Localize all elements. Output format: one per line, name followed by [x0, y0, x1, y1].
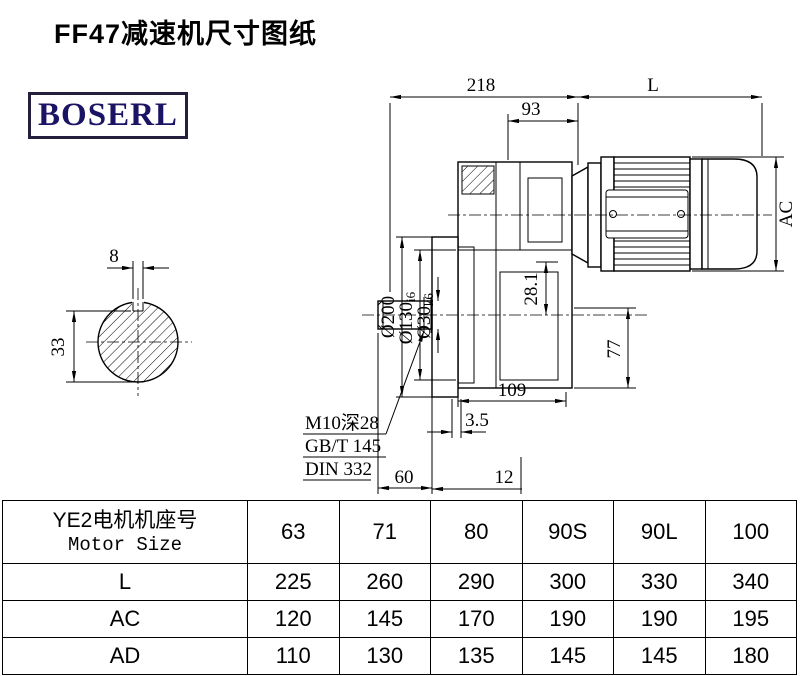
dia-200-label: Ø200: [378, 296, 399, 338]
dimension-drawing: 8 33: [48, 75, 797, 494]
gearbox-outline: [377, 161, 573, 398]
table-cell: 190: [521, 600, 614, 638]
table-row-ad: AD 110 130 135 145 145 180: [2, 637, 797, 675]
col-header-63: 63: [247, 500, 340, 564]
dim-93-label: 93: [522, 99, 541, 120]
note-m10-label: M10深28: [305, 412, 379, 434]
table-cell: 290: [430, 563, 523, 601]
dimension-lines: 218 L 93 AC Ø200 Ø130i6 Ø30k6 28.1 77 10…: [303, 75, 797, 494]
motor-fins: [614, 162, 690, 266]
row-label-ac: AC: [2, 600, 248, 638]
table-cell: 120: [247, 600, 340, 638]
table-cell: 135: [430, 637, 523, 675]
dim-33-label: 33: [48, 338, 69, 357]
motor-outline: [571, 156, 758, 272]
dia-130-label: Ø130i6: [396, 291, 418, 344]
table-cell: 195: [704, 600, 797, 638]
dim-3-5-label: 3.5: [465, 410, 489, 431]
dim-l-label: L: [647, 75, 659, 96]
dim-218-label: 218: [467, 75, 496, 96]
gearbox-housing: [457, 161, 573, 389]
bearing-cap-section: [461, 165, 495, 195]
table-header-row: YE2电机机座号 Motor Size 63 71 80 90S 90L 100: [2, 500, 797, 564]
motor-size-table-wrap: YE2电机机座号 Motor Size 63 71 80 90S 90L 100…: [2, 500, 797, 675]
output-flange: [431, 236, 459, 398]
dia-30-label: Ø30k6: [414, 293, 436, 339]
dim-77-label: 77: [604, 340, 625, 359]
header-en-label: Motor Size: [67, 534, 183, 557]
dim-12-label: 12: [495, 467, 514, 488]
dim-ac-label: AC: [776, 201, 797, 227]
note-din332-label: DIN 332: [305, 459, 372, 480]
table-cell: 145: [521, 637, 614, 675]
table-row-ac: AC 120 145 170 190 190 195: [2, 600, 797, 638]
table-cell: 340: [704, 563, 797, 601]
note-gbt145-label: GB/T 145: [305, 436, 381, 457]
dim-8-label: 8: [109, 246, 119, 267]
table-cell: 110: [247, 637, 340, 675]
dim-109-label: 109: [498, 380, 527, 401]
motor-size-table: YE2电机机座号 Motor Size 63 71 80 90S 90L 100…: [2, 500, 797, 675]
row-label-l: L: [2, 563, 248, 601]
table-cell: 330: [613, 563, 706, 601]
table-cell: 260: [338, 563, 431, 601]
table-cell: 300: [521, 563, 614, 601]
brand-logo: BOSERL: [28, 92, 188, 139]
dim-28-1-label: 28.1: [521, 272, 542, 305]
header-cn-label: YE2电机机座号: [52, 508, 198, 532]
table-row-l: L 225 260 290 300 330 340: [2, 563, 797, 601]
motor-frame-band: [605, 189, 689, 239]
brand-logo-text: BOSERL: [38, 97, 178, 133]
col-header-90s: 90S: [521, 500, 614, 564]
col-header-100: 100: [704, 500, 797, 564]
table-cell: 190: [613, 600, 706, 638]
centerlines: [362, 214, 772, 316]
motor-size-header-cell: YE2电机机座号 Motor Size: [2, 500, 248, 564]
table-cell: 145: [613, 637, 706, 675]
table-cell: 180: [704, 637, 797, 675]
section-centerlines: [86, 288, 192, 396]
page-title: FF47减速机尺寸图纸: [54, 19, 318, 49]
table-cell: 145: [338, 600, 431, 638]
col-header-80: 80: [430, 500, 523, 564]
table-cell: 170: [430, 600, 523, 638]
thread-note-leader: [385, 330, 425, 435]
table-cell: 225: [247, 563, 340, 601]
row-label-ad: AD: [2, 637, 248, 675]
col-header-90l: 90L: [613, 500, 706, 564]
col-header-71: 71: [338, 500, 431, 564]
table-cell: 130: [338, 637, 431, 675]
fan-cover: [701, 158, 758, 270]
shaft-section-view: 8 33: [48, 246, 192, 396]
dim-60-label: 60: [395, 467, 414, 488]
